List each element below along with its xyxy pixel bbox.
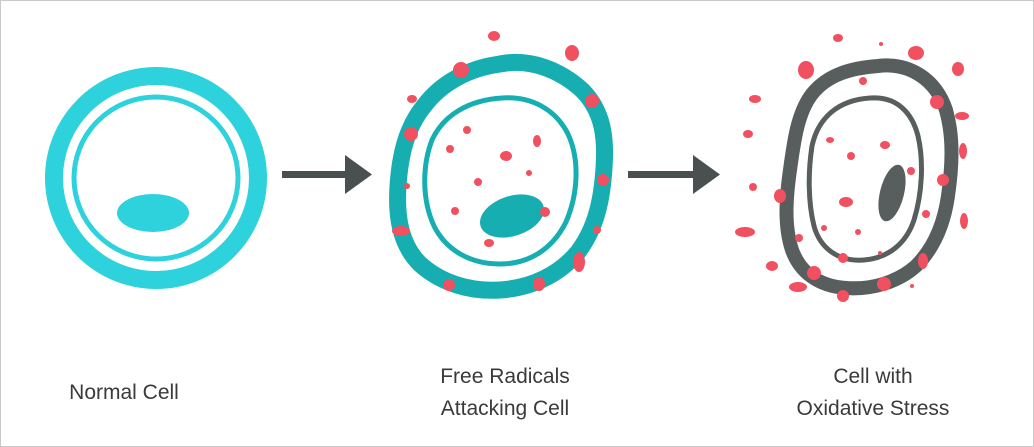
free-radical: [443, 279, 455, 291]
free-radical: [526, 170, 532, 176]
free-radical: [837, 290, 849, 302]
stage-label-normal-cell: Normal Cell: [36, 377, 212, 409]
free-radical: [446, 145, 454, 153]
free-radical: [774, 189, 786, 203]
free-radical: [859, 77, 867, 85]
right-arrow-icon: [282, 155, 372, 194]
free-radical: [533, 135, 541, 147]
free-radical: [795, 234, 803, 242]
free-radical: [453, 62, 469, 78]
free-radical: [484, 239, 494, 247]
free-radical: [392, 226, 410, 236]
free-radical: [474, 178, 482, 186]
stage-label-line: Attacking Cell: [440, 397, 570, 420]
free-radical: [540, 207, 550, 217]
free-radical: [908, 46, 924, 60]
attacked-cell-nucleus: [480, 194, 544, 238]
normal-cell: [45, 67, 267, 289]
free-radical: [593, 226, 601, 234]
free-radical: [952, 62, 964, 76]
free-radicals: [735, 34, 969, 302]
free-radical: [798, 61, 814, 79]
stressed-cell-nucleus: [878, 164, 906, 222]
free-radical: [878, 251, 882, 255]
free-radical: [766, 261, 778, 271]
free-radical: [404, 183, 410, 189]
free-radical: [735, 227, 755, 237]
free-radical: [451, 207, 459, 215]
free-radical: [585, 94, 599, 108]
free-radical: [922, 210, 930, 218]
stage-label-line: Normal Cell: [69, 381, 179, 404]
free-radical: [959, 143, 967, 159]
attacked-cell: [389, 31, 614, 299]
stressed-cell-outer-membrane: [779, 58, 959, 296]
stressed-cell: [735, 34, 969, 302]
stressed-cell-inner-membrane: [806, 95, 924, 263]
free-radical: [826, 137, 834, 143]
free-radical: [960, 213, 968, 229]
free-radical: [533, 277, 545, 291]
free-radical: [839, 197, 853, 207]
right-arrow-icon: [628, 155, 720, 194]
free-radical: [910, 284, 914, 288]
attacked-cell-inner-membrane: [422, 95, 579, 267]
stage-label-line: Oxidative Stress: [796, 397, 950, 420]
free-radical: [833, 34, 843, 42]
free-radical: [937, 174, 949, 186]
normal-cell-nucleus: [117, 194, 189, 232]
free-radical: [565, 45, 579, 61]
free-radical: [463, 126, 471, 134]
free-radical: [847, 152, 855, 160]
stage-label-line: Cell with: [833, 365, 913, 388]
stage-label-free-radicals-attacking: Free Radicals Attacking Cell: [393, 361, 617, 425]
stage-label-line: Free Radicals: [440, 365, 570, 388]
normal-cell-outer-membrane: [45, 67, 267, 289]
free-radical: [404, 127, 418, 141]
free-radical: [573, 252, 585, 272]
free-radical: [488, 31, 500, 41]
free-radical: [918, 253, 928, 269]
free-radical: [855, 229, 861, 235]
free-radical: [597, 174, 609, 186]
free-radical: [880, 141, 890, 149]
normal-cell-inner-membrane: [71, 94, 241, 262]
free-radical: [500, 151, 512, 161]
free-radical: [407, 95, 417, 103]
free-radical: [879, 42, 883, 46]
free-radical: [749, 95, 761, 103]
free-radical: [743, 130, 753, 138]
free-radical: [838, 253, 848, 263]
free-radical: [789, 282, 807, 292]
free-radical: [877, 277, 891, 291]
free-radical: [821, 225, 827, 231]
free-radical: [749, 183, 757, 191]
free-radical: [807, 266, 821, 280]
stage-label-oxidative-stress: Cell with Oxidative Stress: [758, 361, 988, 425]
free-radical: [930, 95, 944, 109]
free-radical: [907, 167, 915, 175]
free-radical: [955, 112, 969, 120]
free-radicals: [392, 31, 609, 291]
